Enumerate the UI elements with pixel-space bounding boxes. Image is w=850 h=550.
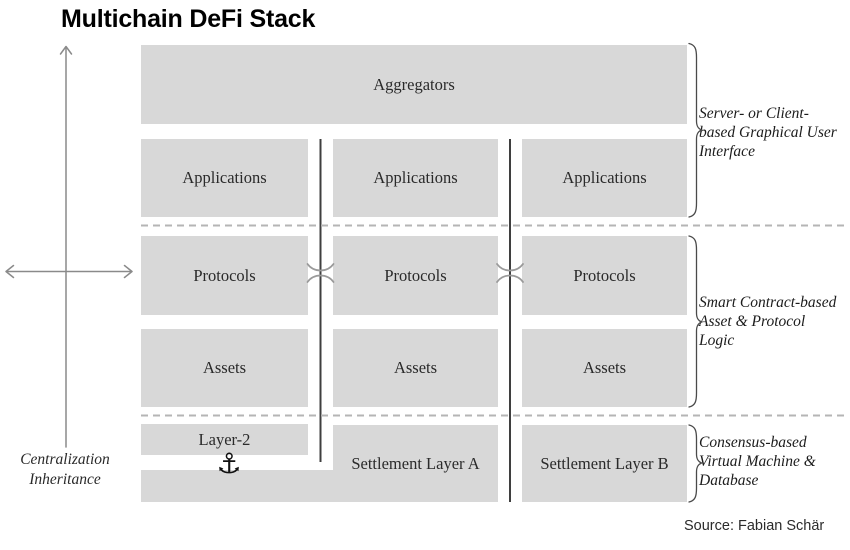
axis-label-line: Inheritance xyxy=(29,471,101,488)
aggregators-label: Aggregators xyxy=(373,74,455,94)
annotation-line: Interface xyxy=(699,143,755,160)
source-credit: Source: Fabian Schär xyxy=(684,518,825,534)
assets-label: Assets xyxy=(202,358,247,377)
anchor-icon: ⚓ xyxy=(216,447,242,480)
protocols-box-chain1: Protocols xyxy=(141,236,308,315)
annotation-line: Asset & Protocol xyxy=(699,313,806,330)
aggregators-box: Aggregators xyxy=(141,45,687,124)
protocols-label: Protocols xyxy=(193,265,256,285)
annotation-line: Virtual Machine & xyxy=(699,453,816,470)
annotation-line: Server- or Client- xyxy=(699,105,809,122)
axis-label-line: Centralization xyxy=(20,451,110,468)
applications-label: Applications xyxy=(562,168,647,187)
protocols-label: Protocols xyxy=(573,265,636,285)
applications-label: Applications xyxy=(182,168,267,187)
annotation-line: based Graphical User xyxy=(699,124,837,141)
layer2-label: Layer-2 xyxy=(198,429,251,449)
applications-box-chain2: Applications xyxy=(333,139,498,217)
assets-box-chain3: Assets xyxy=(522,329,687,407)
settlement-layer-a-extension xyxy=(141,470,333,502)
settlement-layer-a-box: Settlement Layer A xyxy=(333,425,498,502)
protocols-box-chain2: Protocols xyxy=(333,236,498,315)
assets-box-chain1: Assets xyxy=(141,329,308,407)
horizontal-double-arrow xyxy=(5,264,133,279)
gui-layer-annotation: Server- or Client- based Graphical User … xyxy=(699,104,844,161)
settlement-layer-b-box: Settlement Layer B xyxy=(522,425,687,502)
assets-box-chain2: Assets xyxy=(333,329,498,407)
assets-label: Assets xyxy=(393,358,438,377)
bridge-link-icon-2 xyxy=(496,263,524,283)
applications-box-chain1: Applications xyxy=(141,139,308,217)
annotation-line: Database xyxy=(699,472,759,489)
consensus-layer-annotation: Consensus-based Virtual Machine & Databa… xyxy=(699,433,844,490)
protocols-label: Protocols xyxy=(384,265,447,285)
annotation-line: Consensus-based xyxy=(699,434,807,451)
settlement-layer-a-label: Settlement Layer A xyxy=(351,453,480,473)
annotation-line: Logic xyxy=(699,332,735,349)
layer2-box: Layer-2 xyxy=(141,424,308,455)
settlement-layer-b-label: Settlement Layer B xyxy=(540,453,669,473)
assets-label: Assets xyxy=(582,358,627,377)
annotation-line: Smart Contract-based xyxy=(699,294,837,311)
applications-label: Applications xyxy=(373,168,458,187)
protocols-box-chain3: Protocols xyxy=(522,236,687,315)
applications-box-chain3: Applications xyxy=(522,139,687,217)
figure-title: Multichain DeFi Stack xyxy=(61,5,316,33)
centralization-axis-arrow xyxy=(59,45,73,448)
centralization-inheritance-label: Centralization Inheritance xyxy=(4,450,126,490)
smart-contract-layer-annotation: Smart Contract-based Asset & Protocol Lo… xyxy=(699,293,844,350)
bridge-link-icon-1 xyxy=(306,263,335,283)
